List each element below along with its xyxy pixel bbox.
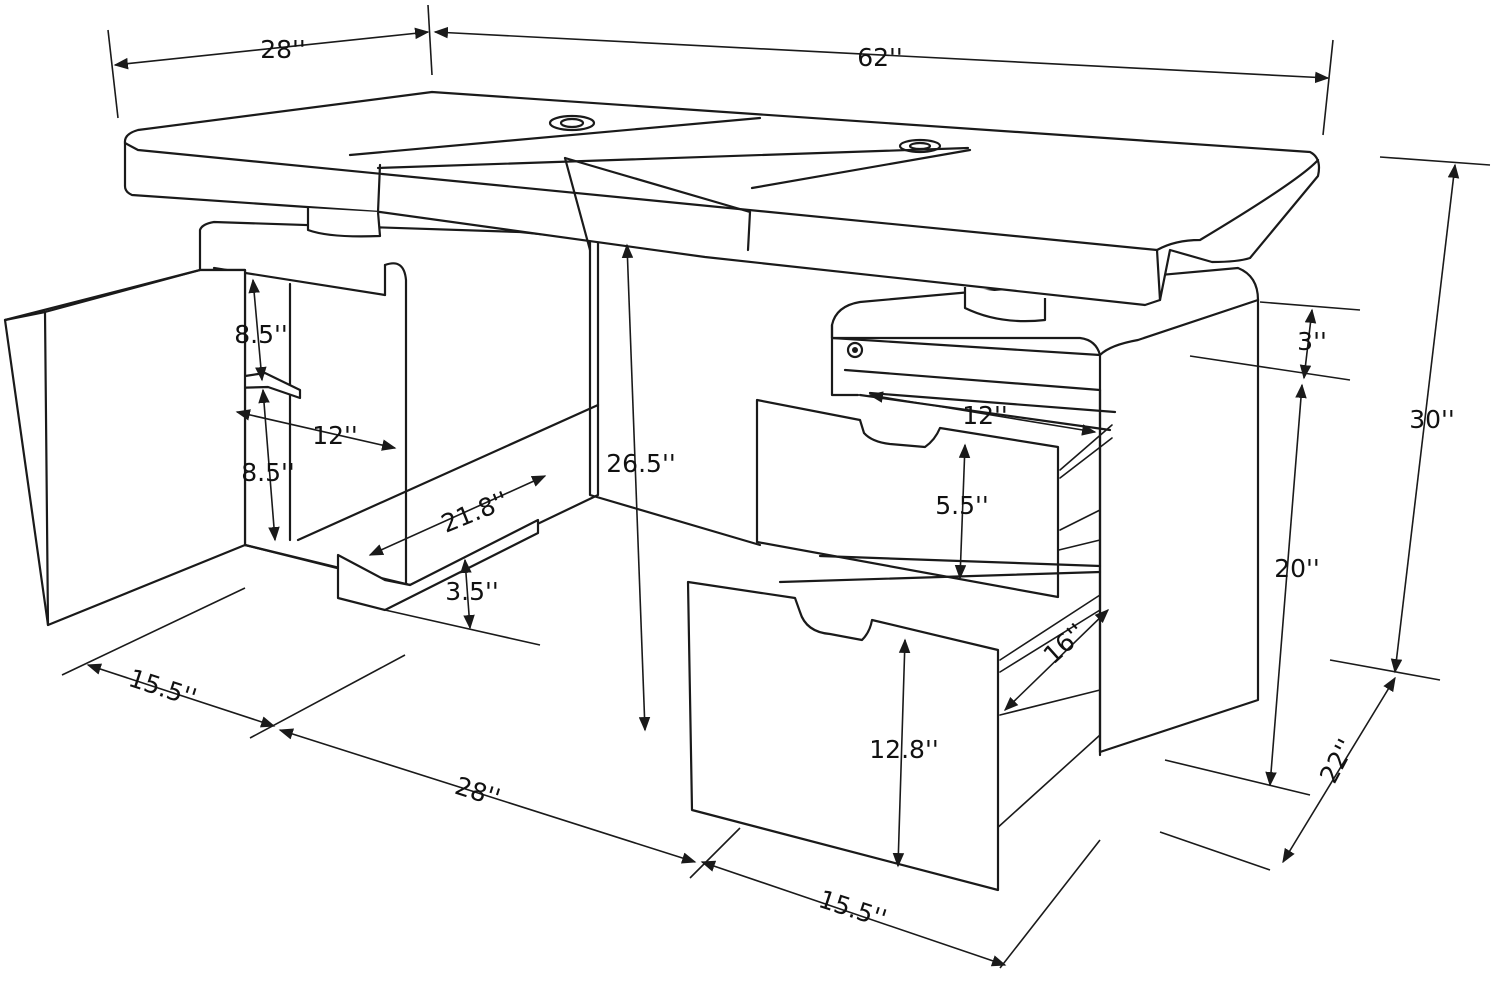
- desk-illustration: [3, 90, 1321, 892]
- desk-top: [123, 90, 1321, 323]
- lock-icon: [846, 341, 864, 359]
- grommet-icon: [898, 138, 942, 154]
- label-shelf-width: 12'': [312, 421, 358, 450]
- left-cabinet-door: [3, 268, 247, 627]
- label-shelf-upper: 8.5'': [234, 320, 288, 349]
- label-apron-height: 3'': [1297, 327, 1327, 356]
- label-base-left-depth: 15.5'': [125, 663, 200, 712]
- label-top-left-depth: 28'': [260, 35, 306, 64]
- label-drawer-small-height: 5.5'': [935, 491, 989, 520]
- label-drawer-depth: 16'': [1038, 618, 1091, 670]
- small-drawer-front: [755, 398, 1060, 599]
- label-base-clearance: 3.5'': [445, 577, 499, 606]
- label-drawer-width: 12'': [962, 401, 1008, 430]
- label-total-height: 30'': [1409, 405, 1455, 434]
- label-side-depth: 22'': [1314, 734, 1361, 788]
- modesty-panel: [588, 236, 762, 547]
- label-top-width: 62'': [857, 43, 903, 72]
- dimension-lines: [61, 4, 1491, 969]
- left-pedestal: [198, 220, 600, 612]
- label-base-middle: 28'': [451, 771, 503, 813]
- label-knee-height: 26.5'': [606, 449, 675, 478]
- label-shelf-lower: 8.5'': [241, 458, 295, 487]
- label-base-right-depth: 15.5'': [815, 884, 890, 933]
- grommet-icon: [548, 114, 596, 132]
- large-drawer-front: [686, 580, 1000, 892]
- label-cabinet-height: 20'': [1274, 554, 1320, 583]
- label-drawer-large-height: 12.8'': [869, 735, 938, 764]
